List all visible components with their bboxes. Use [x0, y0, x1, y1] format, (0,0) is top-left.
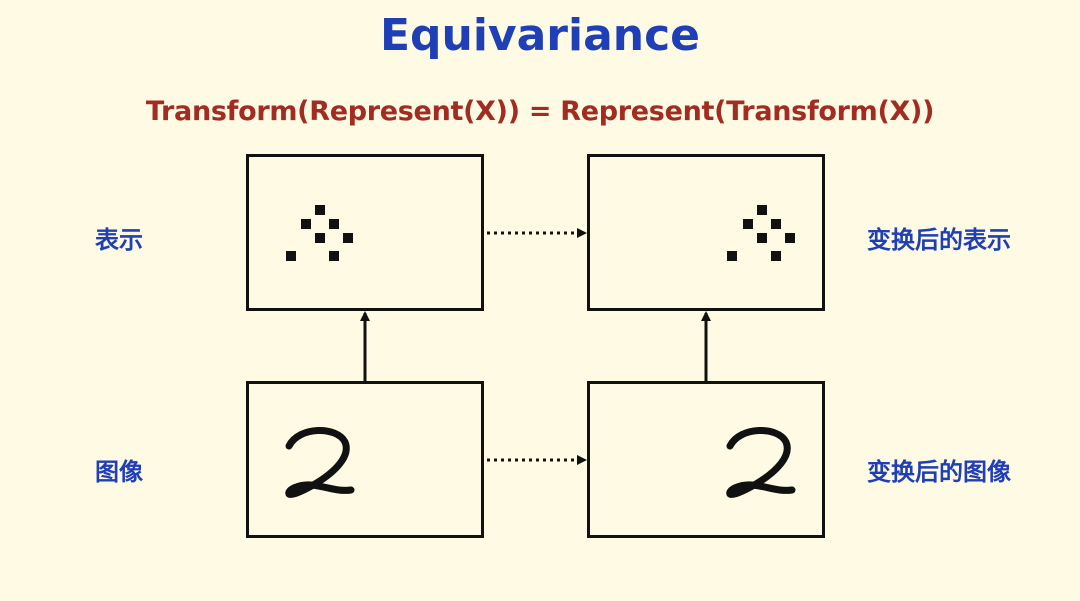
pixel-block [727, 251, 737, 261]
transformed-representation-pattern [727, 205, 795, 261]
handwritten-digit-image [285, 427, 355, 498]
pixel-block [771, 251, 781, 261]
transformed-image-box [587, 381, 825, 538]
pixel-block [329, 251, 339, 261]
label-transformed-representation: 变换后的表示 [867, 226, 1011, 254]
pixel-block [743, 219, 753, 229]
pixel-block [771, 219, 781, 229]
digit-stroke [726, 427, 796, 498]
image-box [246, 381, 484, 538]
pixel-block [757, 233, 767, 243]
pixel-block [286, 251, 296, 261]
representation-pattern [286, 205, 353, 261]
pixel-block [785, 233, 795, 243]
label-transformed-image: 变换后的图像 [867, 458, 1011, 486]
digit-stroke [285, 427, 355, 498]
pixel-block [757, 205, 767, 215]
pixel-block [315, 233, 325, 243]
label-image: 图像 [95, 458, 143, 486]
diagram-title: Equivariance [379, 10, 701, 61]
pixel-block [301, 219, 311, 229]
label-representation: 表示 [95, 226, 143, 254]
pixel-block [343, 233, 353, 243]
pixel-block [329, 219, 339, 229]
transformed-handwritten-digit-image [726, 427, 796, 498]
representation-box [246, 154, 484, 311]
pixel-block [315, 205, 325, 215]
transformed-representation-box [587, 154, 825, 311]
equivariance-formula: Transform(Represent(X)) = Represent(Tran… [145, 96, 935, 127]
